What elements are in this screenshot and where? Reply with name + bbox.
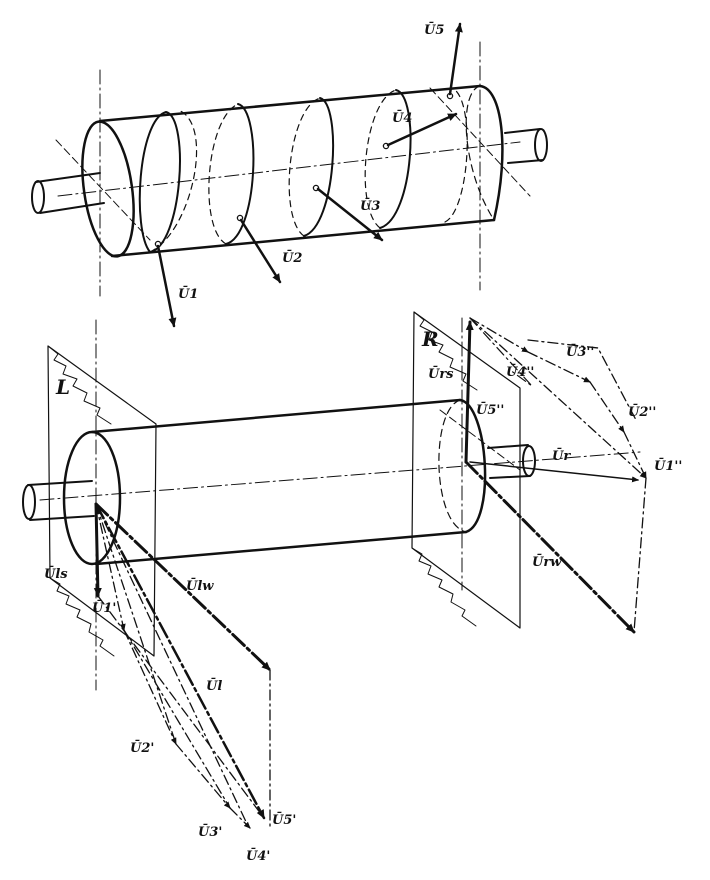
label-urs: Ūrs: [428, 366, 454, 382]
label-u2pp: Ū2'': [628, 404, 656, 420]
label-u1pp: Ū1'': [654, 458, 682, 474]
top-velocity-vectors: [154, 22, 463, 328]
label-u3p: Ū3': [198, 824, 222, 840]
bottom-left-shaft: [22, 480, 95, 521]
top-right-shaft: [504, 128, 548, 164]
label-u1p: Ū1': [92, 600, 116, 616]
bottom-roller: L R Ūrs Ū5'' Ū4'' Ū3'' Ū2'' Ū1'' Ūr Ūrw …: [22, 311, 682, 864]
label-ur: Ūr: [552, 448, 571, 464]
top-axis: [55, 41, 531, 297]
label-u2p: Ū2': [130, 740, 154, 756]
label-ulw: Ūlw: [186, 578, 214, 594]
label-uls: Ūls: [44, 566, 68, 582]
bottom-cylinder: [62, 398, 487, 566]
label-u2: Ū2: [282, 250, 302, 266]
label-plane-l: L: [55, 375, 70, 399]
label-u4p: Ū4': [246, 848, 270, 864]
label-u4: Ū4: [392, 110, 412, 126]
top-roller: Ū1 Ū2 Ū3 Ū4 Ū5: [31, 22, 548, 328]
plane-left: [47, 319, 157, 691]
label-u4pp: Ū4'': [506, 364, 534, 380]
right-velocity-polygon: [464, 317, 647, 634]
top-cylinder: [81, 84, 504, 258]
bottom-right-shaft: [487, 444, 536, 479]
label-urw: Ūrw: [532, 554, 562, 570]
label-u1: Ū1: [178, 286, 198, 302]
label-u5pp: Ū5'': [476, 402, 504, 418]
top-left-shaft: [31, 172, 105, 214]
label-u5: Ū5: [424, 22, 444, 38]
label-plane-r: R: [421, 327, 439, 351]
bottom-axis: [39, 451, 641, 501]
label-u5p: Ū5': [272, 812, 296, 828]
label-ul: Ūl: [206, 678, 222, 694]
label-u3: Ū3: [360, 198, 380, 214]
left-velocity-polygon: [93, 502, 272, 829]
right-construction: [439, 409, 521, 471]
label-u3pp: Ū3'': [566, 344, 594, 360]
plane-right: [411, 311, 521, 629]
